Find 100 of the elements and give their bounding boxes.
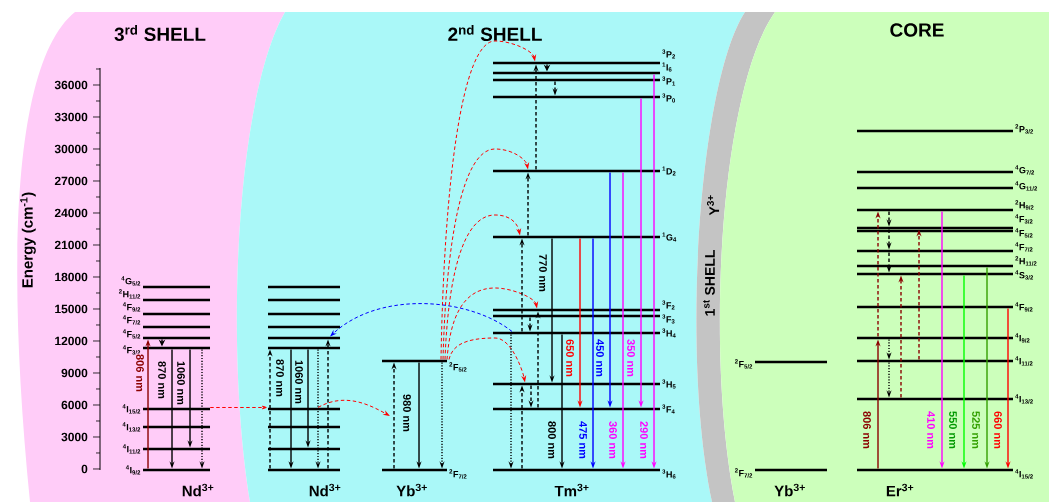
node-label: $^{4}$I$_{9/2}$: [1015, 333, 1030, 343]
wavelength-label: 1060 nm: [294, 359, 304, 405]
node-label: $^{3}$F$_{4}$: [662, 404, 675, 414]
node-label: $^{3}$P$_{2}$: [662, 49, 676, 59]
energy-level: $^{1}$I$_{6}$: [493, 62, 673, 75]
ion-label: Yb$^{3+}$: [396, 483, 427, 497]
energy-level: [268, 312, 340, 316]
energy-level: $^{4}$I$_{11/2}$: [857, 355, 1034, 367]
energy-level: $^{2}$H$_{9/2}$: [857, 199, 1035, 212]
node-label: $^{4}$I$_{15/2}$: [122, 404, 141, 414]
energy-level: $^{4}$G$_{7/2}$: [857, 164, 1036, 176]
tick-label: 33000: [54, 112, 88, 122]
energy-level: $^{4}$I$_{9/2}$: [857, 332, 1031, 344]
energy-level: $^{3}$F$_{3}$: [493, 314, 676, 324]
tick-label: 15000: [55, 304, 88, 314]
energy-level: $^{2}$F$_{7/2}$: [382, 468, 468, 480]
wavelength-label: 1060 nm: [176, 360, 186, 406]
tick-label: 3000: [61, 432, 88, 442]
node-label: $^{4}$G$_{5/2}$: [121, 276, 141, 286]
node-label: $^{4}$I$_{13/2}$: [1015, 394, 1033, 404]
node-label: $^{4}$F$_{3/2}$: [1015, 214, 1033, 224]
energy-level: $^{2}$H$_{11/2}$: [118, 288, 210, 302]
energy-level: [268, 325, 340, 329]
energy-level: $^{4}$I$_{9/2}$: [125, 464, 210, 476]
energy-transfer-arrow: [209, 405, 267, 410]
wavelength-label: 660 nm: [993, 410, 1003, 450]
node-label: $^{2}$F$_{7/2}$: [449, 469, 467, 479]
node-label: $^{4}$F$_{7/2}$: [122, 315, 141, 325]
energy-level: $^{4}$F$_{5/2}$: [122, 328, 210, 340]
node-label: $^{4}$I$_{11/2}$: [122, 444, 141, 454]
node-label: $^{4}$F$_{5/2}$: [1015, 228, 1033, 238]
energy-transfer-arrow: [444, 214, 521, 360]
node-label: $^{1}$D$_{2}$: [662, 166, 676, 176]
energy-level: $^{4}$F$_{5/2}$: [857, 227, 1034, 239]
energy-level: $^{3}$P$_{0}$: [493, 93, 677, 103]
tick-label: 24000: [54, 208, 88, 218]
wavelength-label: 450 nm: [595, 338, 605, 378]
node-label: $^{4}$F$_{9/2}$: [1015, 302, 1033, 312]
wavelength-label: 870 nm: [275, 358, 285, 398]
energy-level: $^{4}$F$_{9/2}$: [857, 301, 1034, 313]
tick-label: 0: [81, 464, 88, 474]
ion-label: Nd$^{3+}$: [182, 483, 214, 497]
node-label: $^{2}$H$_{11/2}$: [118, 289, 141, 299]
node-label: $^{3}$H$_{5}$: [662, 379, 676, 389]
node-label: $^{4}$F$_{7/2}$: [1015, 242, 1033, 252]
node-label: $^{4}$S$_{3/2}$: [1015, 270, 1034, 280]
energy-level: $^{4}$S$_{3/2}$: [857, 269, 1035, 281]
node-label: $^{3}$H$_{6}$: [662, 469, 676, 479]
energy-level: $^{4}$F$_{7/2}$: [122, 314, 210, 329]
wavelength-label: 290 nm: [639, 420, 649, 460]
node-label: $^{3}$H$_{4}$: [662, 328, 676, 338]
node-label: $^{1}$I$_{6}$: [662, 62, 672, 72]
tick-label: 9000: [61, 368, 88, 378]
tick-label: 36000: [54, 80, 88, 90]
wavelength-label: 800 nm: [547, 420, 557, 460]
node-label: $^{2}$H$_{9/2}$: [1015, 200, 1034, 210]
node-label: $^{1}$G$_{4}$: [662, 232, 677, 242]
tick-label: 30000: [54, 144, 88, 154]
energy-level: [268, 425, 340, 429]
energy-level: $^{1}$D$_{2}$: [493, 166, 677, 176]
node-label: $^{2}$H$_{11/2}$: [1015, 256, 1037, 266]
wavelength-label: 475 nm: [578, 420, 588, 460]
energy-transfer-arrow: [448, 337, 526, 382]
tick-label: 12000: [55, 336, 88, 346]
node-label: $^{4}$I$_{9/2}$: [125, 465, 141, 475]
node-label: $^{2}$F$_{5/2}$: [449, 362, 467, 372]
node-label: $^{4}$G$_{11/2}$: [1015, 181, 1038, 191]
node-label: $^{4}$F$_{9/2}$: [122, 302, 141, 312]
node-label: $^{3}$P$_{1}$: [662, 76, 676, 86]
node-label: $^{3}$P$_{0}$: [662, 93, 676, 103]
axis-title: Energy (cm$^{-1}$): [20, 192, 36, 288]
wavelength-label: 550 nm: [948, 410, 958, 450]
energy-level: $^{4}$G$_{5/2}$: [120, 275, 210, 289]
ion-label: Yb$^{3+}$: [774, 483, 805, 497]
energy-level: $^{3}$H$_{6}$: [493, 468, 677, 479]
tick-label: 6000: [61, 400, 88, 410]
wavelength-label: 350 nm: [626, 338, 636, 378]
node-label: $^{4}$F$_{5/2}$: [122, 329, 141, 339]
wavelength-label: 980 nm: [402, 393, 412, 433]
tick-label: 21000: [54, 240, 88, 250]
energy-level: $^{3}$F$_{2}$: [493, 300, 676, 312]
energy-level: $^{4}$F$_{7/2}$: [857, 241, 1034, 253]
node-label: $^{4}$I$_{15/2}$: [1015, 469, 1033, 479]
energy-level: $^{3}$H$_{5}$: [493, 379, 677, 389]
energy-level: $^{1}$G$_{4}$: [493, 232, 678, 242]
energy-level: [268, 285, 340, 289]
energy-level: [268, 298, 340, 302]
wavelength-label: 410 nm: [926, 410, 936, 450]
energy-transfer-arrow: [330, 303, 513, 336]
ion-label: Nd$^{3+}$: [309, 483, 341, 497]
node-label: $^{3}$F$_{2}$: [662, 300, 675, 310]
energy-transfer-arrow: [317, 399, 390, 416]
wavelength-label: 650 nm: [565, 338, 575, 378]
wavelength-label: 770 nm: [538, 253, 548, 293]
wavelength-label: 525 nm: [971, 410, 981, 450]
energy-level: $^{4}$I$_{15/2}$: [857, 468, 1034, 480]
energy-level: $^{2}$P$_{3/2}$: [857, 123, 1035, 135]
energy-transfer-arrow: [442, 148, 529, 360]
energy-level: $^{4}$I$_{13/2}$: [122, 421, 210, 433]
node-label: $^{4}$I$_{13/2}$: [122, 422, 141, 432]
